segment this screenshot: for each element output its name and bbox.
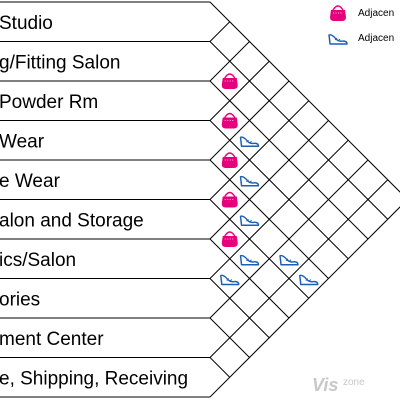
grid-diagonal [209,120,329,240]
grid-diagonal [209,139,349,279]
grid-diagonal [209,120,349,260]
grid-diagonal [209,41,250,82]
grid-diagonal [209,1,400,193]
grid-diagonal [209,179,389,358]
shoe-icon [239,175,260,187]
grid-diagonal [209,159,369,319]
shoe-icon [239,136,260,147]
legend-label: Adjacen [358,8,394,19]
grid-diagonal [209,100,310,200]
purse-icon [221,73,239,90]
row-label: Studio [0,13,53,34]
purse-icon [221,112,239,130]
row-label: ics/Salon [0,250,76,271]
grid-diagonal [209,80,290,161]
row-label: ories [0,289,40,310]
purse-icon [221,231,239,248]
row-label: e Wear [0,171,61,192]
shoe-icon [299,274,319,286]
row-label: e, Shipping, Receiving [0,368,188,389]
row-label: Powder Rm [0,92,98,113]
shoe-icon [328,34,348,45]
shoe-icon [239,254,260,266]
grid-diagonal [209,278,270,339]
purse-icon [221,152,239,169]
grid-diagonal [209,60,270,121]
legend-label: Adjacen [358,33,394,44]
watermark-subtext: zone [343,377,365,388]
shoe-icon [239,215,260,226]
row-label: alon and Storage [0,210,144,231]
grid-diagonal [209,41,389,220]
shoe-icon [279,254,299,266]
grid-diagonal [209,199,310,299]
grid-diagonal [209,357,231,378]
grid-diagonal [209,206,400,398]
purse-icon [221,191,239,209]
row-label: g/Fitting Salon [0,52,120,73]
row-label: ment Center [0,329,104,350]
watermark-text: Vis [312,375,338,395]
purse-icon [329,5,347,22]
grid-diagonal [209,21,231,42]
row-label: Wear [0,131,45,152]
shoe-icon [220,274,240,286]
